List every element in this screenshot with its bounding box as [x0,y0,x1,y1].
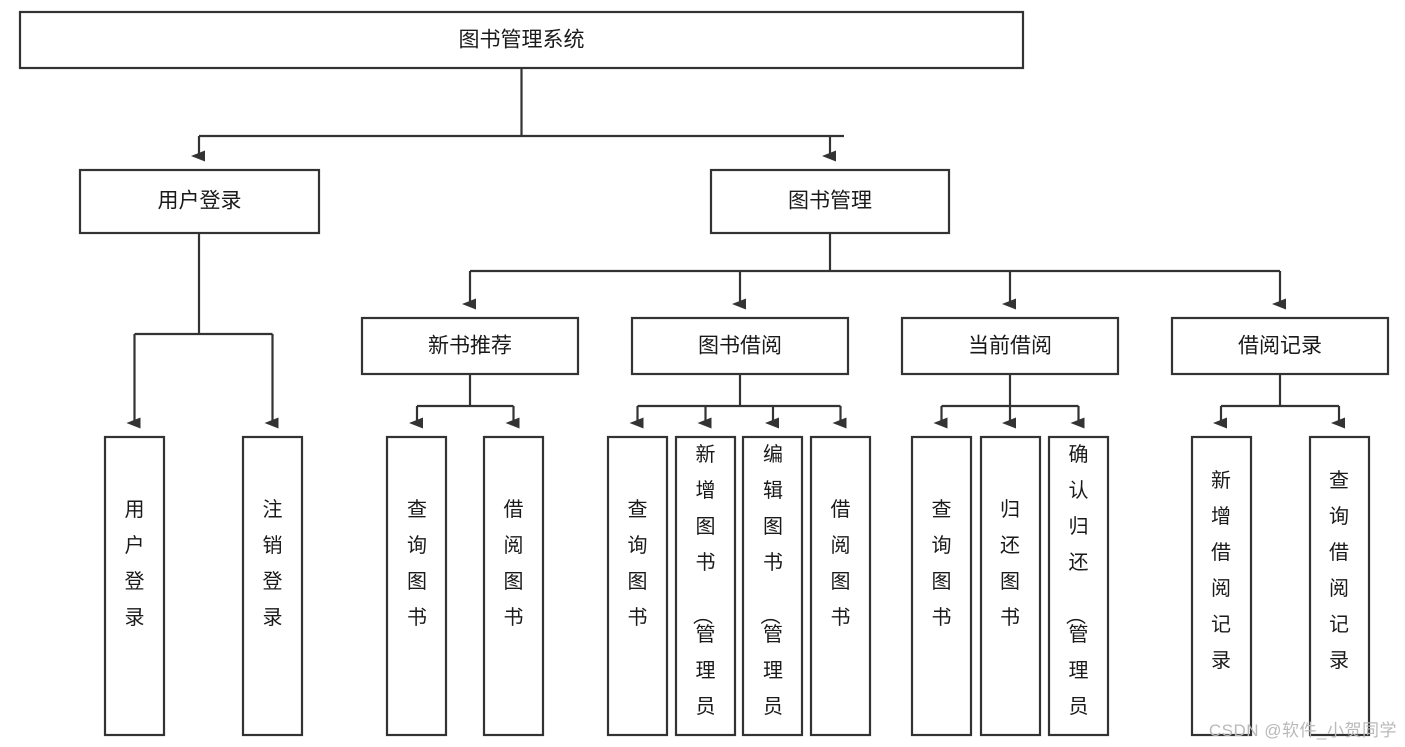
node-user-login[interactable]: 用户登录 [78,168,321,235]
node-leaf-add-record-label: 新增借阅记录 [1211,469,1231,672]
node-leaf-add-record[interactable]: 新增借阅记录 [1190,435,1253,737]
node-leaf-user-login[interactable]: 用户登录 [103,435,166,737]
node-user-login-box[interactable] [78,168,321,235]
node-leaf-confirm-return-label: 确认归还（管理员） [1064,443,1089,747]
node-leaf-query-book-1-label: 查询图书 [407,498,427,629]
node-leaf-edit-book-box[interactable] [741,435,804,737]
node-leaf-borrow-book-2-box[interactable] [809,435,872,737]
node-leaf-add-book[interactable]: 新增图书（管理员） [674,435,737,747]
node-leaf-query-book-1-box[interactable] [385,435,448,737]
node-user-login-label: 用户登录 [158,190,242,213]
node-leaf-query-record-label: 查询借阅记录 [1329,469,1349,672]
node-leaf-query-book-3[interactable]: 查询图书 [910,435,973,737]
node-new-book-recommend-box[interactable] [360,316,580,376]
node-book-manage[interactable]: 图书管理 [709,168,951,235]
node-current-borrow-box[interactable] [900,316,1120,376]
node-leaf-query-book-2[interactable]: 查询图书 [606,435,669,737]
node-leaf-query-book-1[interactable]: 查询图书 [385,435,448,737]
node-root[interactable]: 图书管理系统 [18,10,1025,70]
node-leaf-user-login-label: 用户登录 [125,499,145,629]
node-leaf-edit-book-label: 编辑图书（管理员） [758,443,783,747]
node-leaf-query-book-2-box[interactable] [606,435,669,737]
node-current-borrow-label: 当前借阅 [968,335,1052,358]
node-leaf-query-book-3-label: 查询图书 [932,498,952,629]
node-leaf-query-record[interactable]: 查询借阅记录 [1308,435,1371,737]
node-leaf-logout-login-label: 注销登录 [263,498,283,629]
node-leaf-logout-login[interactable]: 注销登录 [241,435,304,737]
node-leaf-confirm-return-box[interactable] [1047,435,1110,737]
node-leaf-query-book-2-label: 查询图书 [628,498,648,629]
node-book-borrow-label: 图书借阅 [698,335,782,358]
connector-layer [126,68,1345,429]
node-current-borrow[interactable]: 当前借阅 [900,316,1120,376]
node-new-book-recommend[interactable]: 新书推荐 [360,316,580,376]
node-book-borrow[interactable]: 图书借阅 [630,316,850,376]
node-leaf-return-book[interactable]: 归还图书 [979,435,1042,737]
node-new-book-recommend-label: 新书推荐 [428,335,512,358]
node-root-label: 图书管理系统 [459,29,585,52]
node-leaf-logout-login-box[interactable] [241,435,304,737]
node-leaf-query-record-box[interactable] [1308,435,1371,737]
node-borrow-record-box[interactable] [1170,316,1390,376]
node-book-manage-box[interactable] [709,168,951,235]
node-leaf-borrow-book-2-label: 借阅图书 [831,498,851,629]
node-leaf-add-record-box[interactable] [1190,435,1253,737]
node-leaf-query-book-3-box[interactable] [910,435,973,737]
node-leaf-confirm-return[interactable]: 确认归还（管理员） [1047,435,1110,747]
node-leaf-borrow-book-2[interactable]: 借阅图书 [809,435,872,737]
node-leaf-borrow-book-1[interactable]: 借阅图书 [482,435,545,737]
node-borrow-record[interactable]: 借阅记录 [1170,316,1390,376]
node-leaf-return-book-label: 归还图书 [1000,498,1020,629]
node-leaf-add-book-box[interactable] [674,435,737,737]
node-leaf-borrow-book-1-box[interactable] [482,435,545,737]
node-borrow-record-label: 借阅记录 [1238,335,1322,358]
node-leaf-return-book-box[interactable] [979,435,1042,737]
node-leaf-add-book-label: 新增图书（管理员） [691,443,716,747]
node-leaf-borrow-book-1-label: 借阅图书 [504,498,524,629]
node-leaf-user-login-box[interactable] [103,435,166,737]
node-book-manage-label: 图书管理 [788,190,872,213]
node-book-borrow-box[interactable] [630,316,850,376]
node-leaf-edit-book[interactable]: 编辑图书（管理员） [741,435,804,747]
node-root-box[interactable] [18,10,1025,70]
